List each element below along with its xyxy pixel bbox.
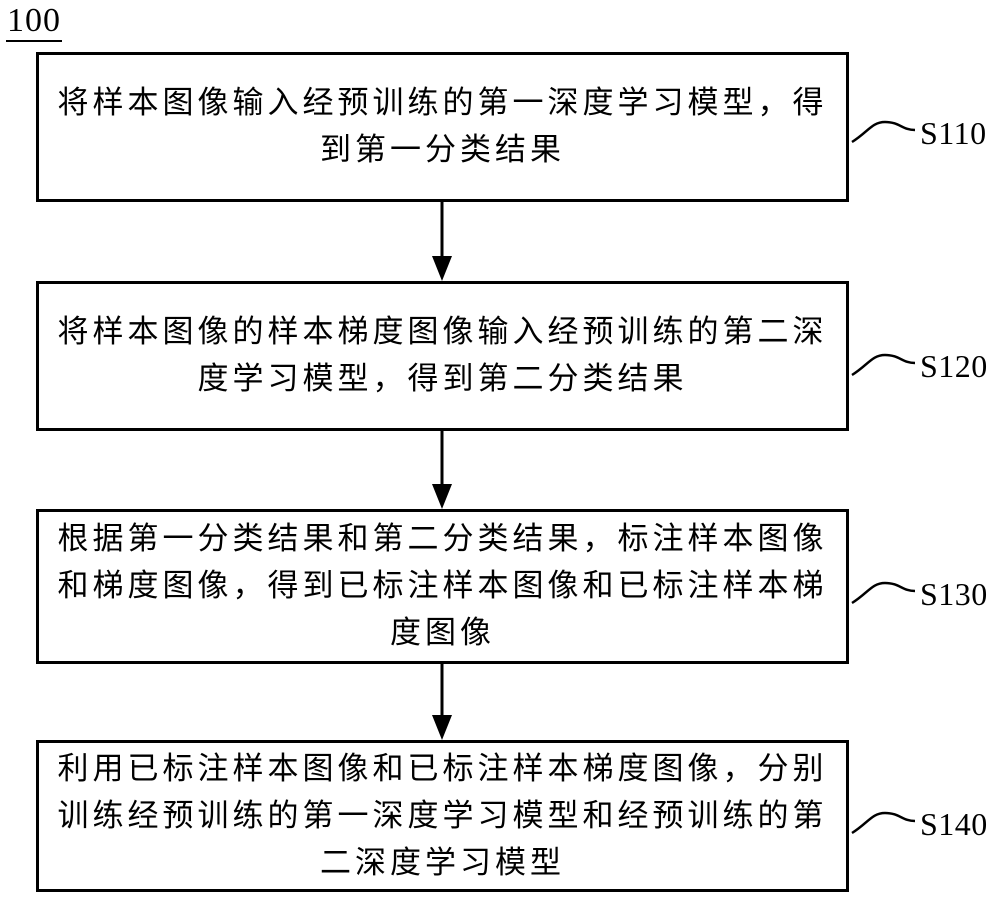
step-text-s110: 将样本图像输入经预训练的第一深度学习模型，得到第一分类结果	[57, 80, 828, 174]
leader-line-s110	[852, 122, 915, 142]
step-box-s140: 利用已标注样本图像和已标注样本梯度图像，分别训练经预训练的第一深度学习模型和经预…	[36, 740, 849, 892]
step-label-s130: S130	[920, 576, 988, 612]
step-text-s140: 利用已标注样本图像和已标注样本梯度图像，分别训练经预训练的第一深度学习模型和经预…	[57, 746, 828, 887]
leader-line-s130	[852, 583, 915, 603]
step-label-s110: S110	[920, 115, 987, 151]
flow-arrow-3	[432, 664, 452, 740]
leader-line-s140	[852, 813, 915, 833]
step-label-s140: S140	[920, 806, 988, 842]
step-text-s130: 根据第一分类结果和第二分类结果，标注样本图像和梯度图像，得到已标注样本图像和已标…	[57, 516, 828, 657]
leader-line-s120	[852, 355, 915, 375]
step-label-s120: S120	[920, 348, 988, 384]
step-box-s110: 将样本图像输入经预训练的第一深度学习模型，得到第一分类结果	[36, 52, 849, 202]
step-text-s120: 将样本图像的样本梯度图像输入经预训练的第二深度学习模型，得到第二分类结果	[57, 309, 828, 403]
step-box-s120: 将样本图像的样本梯度图像输入经预训练的第二深度学习模型，得到第二分类结果	[36, 281, 849, 431]
figure-number: 100	[6, 2, 62, 42]
flow-arrow-1	[432, 202, 452, 281]
step-box-s130: 根据第一分类结果和第二分类结果，标注样本图像和梯度图像，得到已标注样本图像和已标…	[36, 509, 849, 664]
flow-arrow-2	[432, 431, 452, 509]
